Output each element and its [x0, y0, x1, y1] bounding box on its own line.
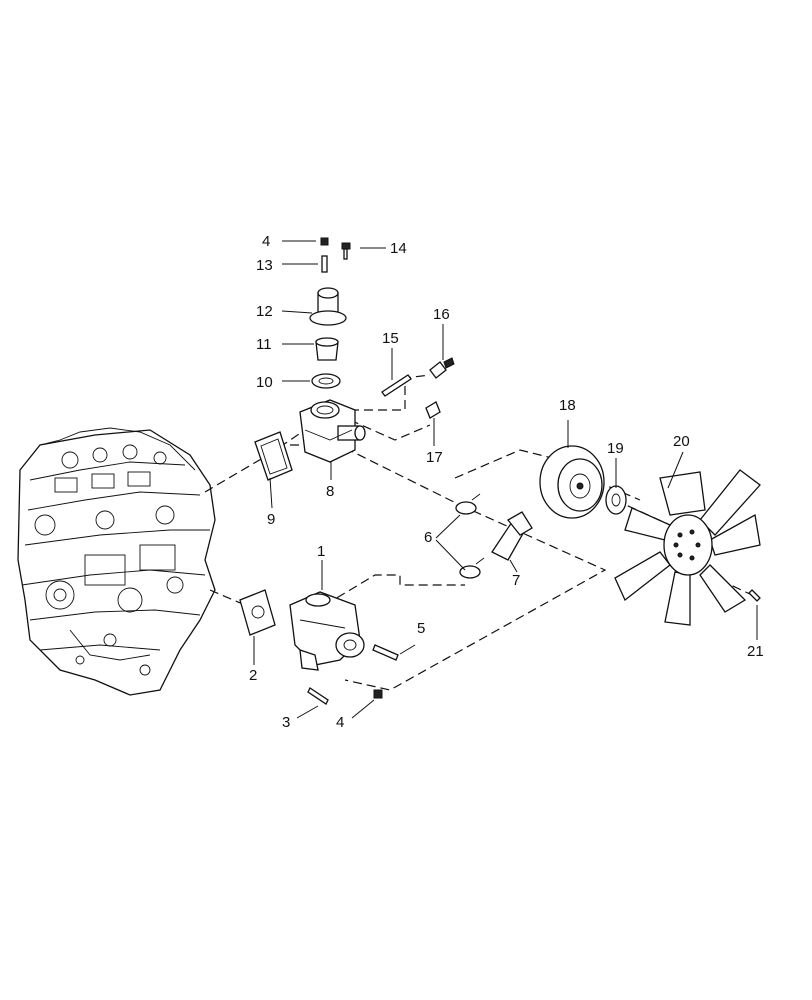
- callout-19: 19: [607, 440, 624, 457]
- cooling-fan-20: [614, 469, 761, 626]
- callout-11: 11: [256, 336, 272, 353]
- gasket-9: [254, 431, 293, 481]
- callout-4-top: 4: [262, 233, 270, 250]
- callout-4-bottom: 4: [336, 714, 344, 731]
- thermostat-parts: [309, 237, 351, 389]
- callout-20: 20: [673, 433, 690, 450]
- misc-hardware: [381, 357, 455, 419]
- callout-9: 9: [267, 511, 275, 528]
- callout-8: 8: [326, 483, 334, 500]
- callout-3: 3: [282, 714, 290, 731]
- callout-6: 6: [424, 529, 432, 546]
- hose-and-clamps: [455, 493, 533, 579]
- callout-1: 1: [317, 543, 325, 560]
- callout-7: 7: [512, 572, 520, 589]
- callout-labels: 1 2 3 4 4 5 6 7 8 9 10 11 12 13 14 15 16…: [249, 233, 764, 731]
- callout-16: 16: [433, 306, 450, 323]
- callout-14: 14: [390, 240, 407, 257]
- callout-13: 13: [256, 257, 273, 274]
- leader-lines: [253, 240, 758, 719]
- callout-2: 2: [249, 667, 257, 684]
- callout-5: 5: [417, 620, 425, 637]
- callout-18: 18: [559, 397, 576, 414]
- callout-15: 15: [382, 330, 399, 347]
- callout-12: 12: [256, 303, 273, 320]
- engine-block: [17, 427, 216, 696]
- callout-17: 17: [426, 449, 443, 466]
- thermostat-housing-8: [299, 399, 366, 463]
- fan-pulley-18: [539, 445, 627, 519]
- water-pump-1: [239, 589, 399, 705]
- callout-21: 21: [747, 643, 764, 660]
- callout-10: 10: [256, 374, 273, 391]
